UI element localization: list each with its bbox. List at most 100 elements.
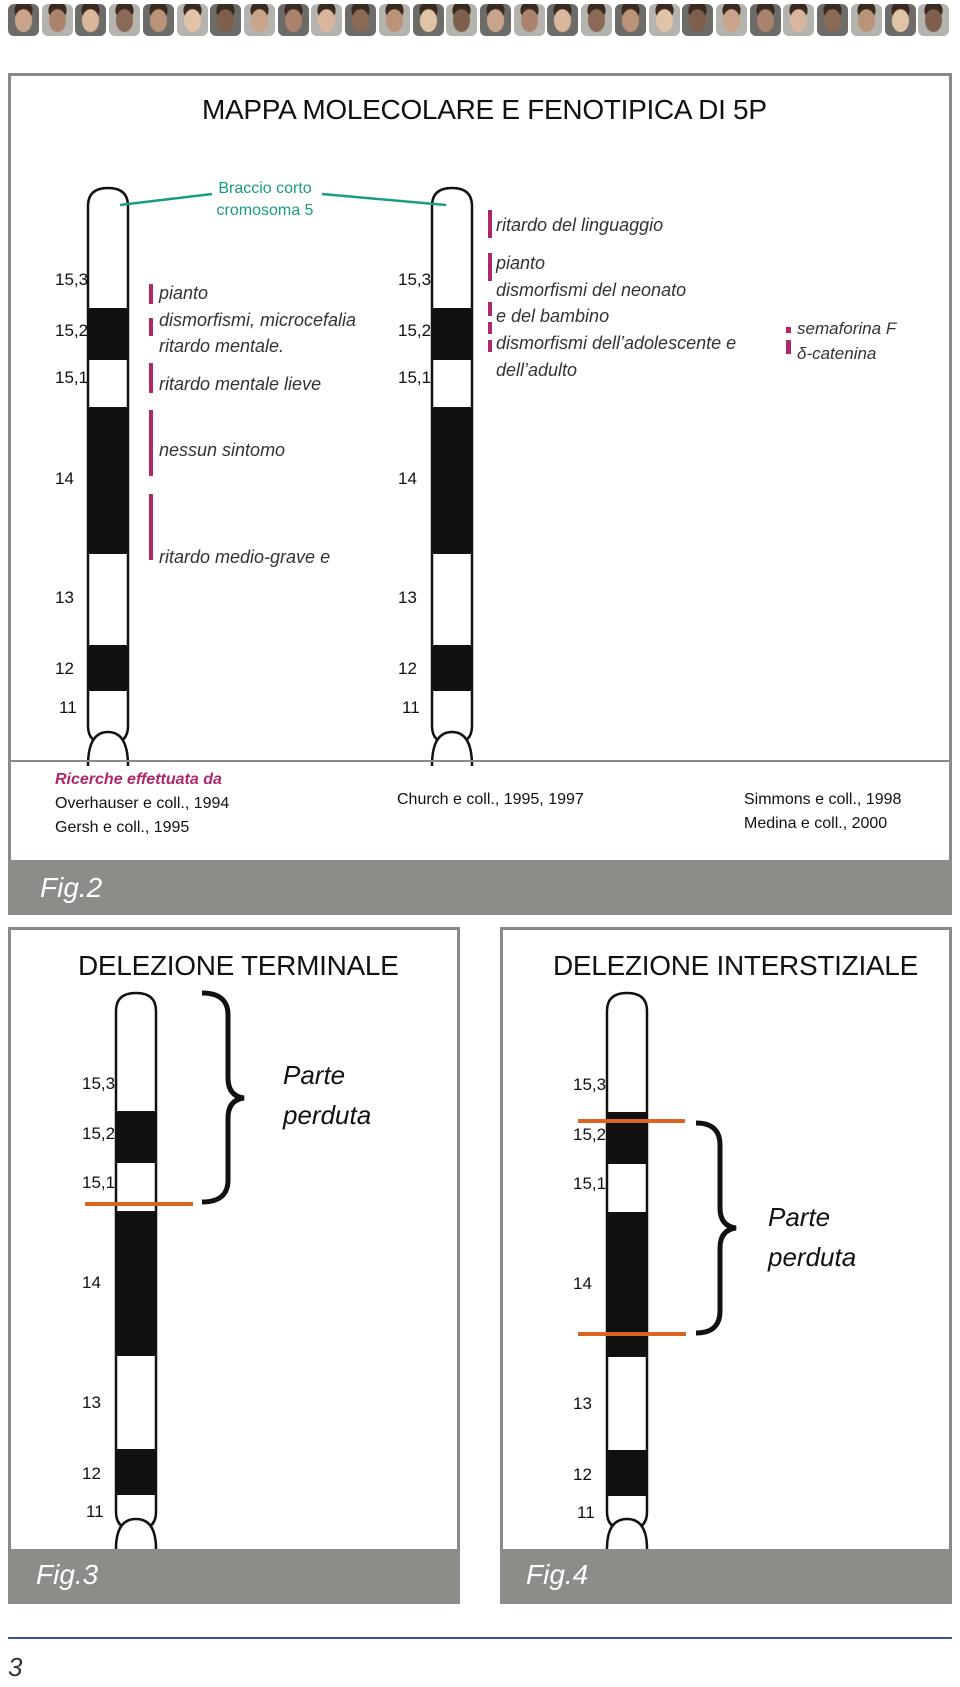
face-photo-thumbnail <box>412 4 444 36</box>
face-photo-thumbnail <box>480 4 511 36</box>
band-label: 15,2 <box>573 1125 607 1144</box>
lost-line2: perduta <box>283 1100 372 1130</box>
phenotype-bar <box>149 284 153 304</box>
face-photo-thumbnail <box>244 4 275 36</box>
face-photo-thumbnail <box>749 4 781 36</box>
band-label: 14 <box>55 469 74 488</box>
citation: Overhauser e coll., 1994 <box>55 795 230 812</box>
lost-line1: Parte <box>768 1202 831 1232</box>
face-photo-thumbnail <box>311 4 343 36</box>
band-label: 15,1 <box>82 1173 116 1192</box>
band-label: 15,2 <box>398 321 432 340</box>
chromosome-left <box>86 186 130 767</box>
band-label: 15,1 <box>55 368 89 387</box>
gene-semaforina: semaforina F <box>797 319 897 338</box>
fig2-label-bar: Fig.2 <box>8 860 952 915</box>
phenotype-linguaggio: ritardo del linguaggio <box>496 215 664 235</box>
lost-line2: perduta <box>768 1242 857 1272</box>
face-photo-thumbnail <box>614 4 646 36</box>
fig2-label: Fig.2 <box>40 872 103 903</box>
fig3-title: DELEZIONE TERMINALE <box>78 950 399 981</box>
parte-perduta-label: Parte perduta <box>768 1197 856 1277</box>
phenotype-ritardo-lieve: ritardo mentale lieve <box>159 374 322 394</box>
face-photo-thumbnail <box>75 4 107 36</box>
phenotype-ritardo-medio: ritardo medio-grave e <box>159 547 331 567</box>
band-label: 15,3 <box>573 1075 607 1094</box>
fig4-title: DELEZIONE INTERSTIZIALE <box>553 950 918 981</box>
band-label: 15,1 <box>573 1174 607 1193</box>
phenotype-bar <box>488 340 492 352</box>
fig3-label: Fig.3 <box>36 1559 99 1590</box>
gene-bar <box>786 327 791 333</box>
band-label: 12 <box>55 659 74 678</box>
band-label: 15,3 <box>82 1074 116 1093</box>
band-label: 13 <box>573 1394 592 1413</box>
face-photo-thumbnail <box>648 4 680 36</box>
fig2-title: MAPPA MOLECOLARE E FENOTIPICA DI 5P <box>202 94 767 125</box>
fig2-divider <box>10 760 950 762</box>
phenotype-pianto: pianto <box>159 283 209 303</box>
gene-catenina: δ-catenina <box>797 344 877 363</box>
band-label: 14 <box>82 1273 101 1292</box>
fig2-panel <box>8 73 952 915</box>
face-photo-thumbnail <box>176 4 208 36</box>
face-photo-thumbnail <box>277 4 309 36</box>
citation: Gersh e coll., 1995 <box>55 819 190 836</box>
fig3-panel <box>8 927 460 1604</box>
band-label: 15,2 <box>82 1124 116 1143</box>
face-photo-thumbnail <box>345 4 377 36</box>
phenotype-bar <box>488 302 492 316</box>
chromosome-fig3 <box>114 991 158 1550</box>
band-label: 11 <box>59 698 77 717</box>
phenotype-neonato: dismorfismi del neonato <box>496 280 687 300</box>
face-photo-thumbnail <box>817 4 849 36</box>
citation: Medina e coll., 2000 <box>744 815 888 832</box>
face-photo-thumbnail <box>8 4 39 36</box>
phenotype-bar <box>149 494 153 560</box>
research-heading: Ricerche effettuata da <box>55 771 222 788</box>
face-photo-thumbnail <box>547 4 579 36</box>
fig3-label-bar: Fig.3 <box>8 1549 460 1604</box>
parte-perduta-label: Parte perduta <box>283 1055 371 1135</box>
band-label: 15,3 <box>398 270 432 289</box>
face-photo-thumbnail <box>41 4 73 36</box>
phenotype-bar <box>488 253 492 281</box>
phenotype-pianto-middle: pianto <box>496 253 546 273</box>
phenotype-bar <box>488 322 492 334</box>
face-photo-thumbnail <box>142 4 174 36</box>
phenotype-bar <box>149 318 153 336</box>
band-label: 15,1 <box>398 368 432 387</box>
lost-line1: Parte <box>283 1060 346 1090</box>
curly-brace-icon <box>201 990 245 1205</box>
band-label: 14 <box>398 469 417 488</box>
teal-label-line1: Braccio corto <box>218 180 312 197</box>
citation: Church e coll., 1995, 1997 <box>397 791 584 808</box>
footer-rule <box>8 1637 952 1639</box>
fig4-label: Fig.4 <box>526 1559 589 1590</box>
phenotype-dismorfismi: dismorfismi, microcefalia <box>159 310 357 330</box>
fig4-panel <box>500 927 952 1604</box>
band-label: 11 <box>86 1502 104 1521</box>
face-photo-thumbnail <box>918 4 950 36</box>
teal-label: Braccio corto cromosoma 5 <box>205 178 325 222</box>
band-label: 15,2 <box>55 321 89 340</box>
band-label: 11 <box>577 1503 595 1522</box>
face-photo-thumbnail <box>716 4 747 36</box>
band-label: 14 <box>573 1274 592 1293</box>
band-label: 12 <box>398 659 417 678</box>
phenotype-nessun-sintomo: nessun sintomo <box>159 440 286 460</box>
face-photo-thumbnail <box>850 4 882 36</box>
phenotype-bar <box>149 363 153 393</box>
phenotype-bambino: e del bambino <box>496 306 610 326</box>
phenotype-adolescente: dismorfismi dell’adolescente e <box>496 333 737 353</box>
face-photo-thumbnail <box>210 4 242 36</box>
page-number: 3 <box>8 1652 23 1682</box>
band-label: 13 <box>55 588 74 607</box>
band-label: 11 <box>402 698 420 717</box>
phenotype-adulto: dell’adulto <box>496 360 578 380</box>
gene-bar <box>786 340 791 354</box>
face-photo-thumbnail <box>109 4 141 36</box>
phenotype-bar <box>488 210 492 238</box>
